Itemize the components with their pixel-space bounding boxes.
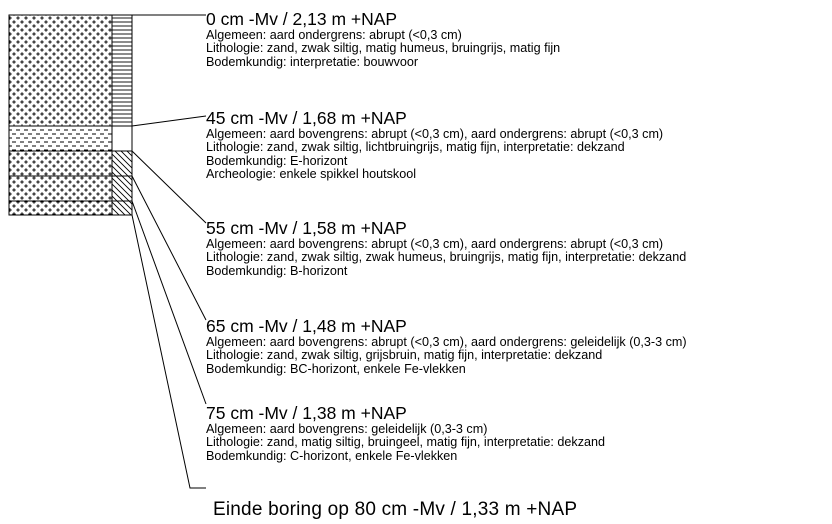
leader-line-5 <box>131 200 207 405</box>
description-line: Algemeen: aard bovengrens: abrupt (<0,3 … <box>206 127 664 141</box>
description-line: Algemeen: aard bovengrens: abrupt (<0,3 … <box>206 335 687 349</box>
description-line: Lithologie: zand, zwak siltig, lichtbrui… <box>206 140 625 155</box>
depth-label: 55 cm -Mv / 1,58 m +NAP <box>206 218 407 238</box>
leader-line-4 <box>131 175 207 321</box>
description-line: Lithologie: zand, zwak siltig, grijsbrui… <box>206 348 603 363</box>
horizon-5-fill <box>112 201 132 215</box>
description-line: Lithologie: zand, zwak siltig, zwak hume… <box>206 250 687 265</box>
description-line: Bodemkundig: E-horizont <box>206 153 348 168</box>
layer-2-fill <box>9 126 112 151</box>
horizon-column <box>111 14 133 216</box>
layer-1-fill <box>9 15 112 126</box>
depth-label: 45 cm -Mv / 1,68 m +NAP <box>206 108 407 128</box>
description-line: Algemeen: aard bovengrens: abrupt (<0,3 … <box>206 237 664 251</box>
layer-description-1: 0 cm -Mv / 2,13 m +NAP Algemeen: aard on… <box>206 9 832 69</box>
layer-description-5: 75 cm -Mv / 1,38 m +NAP Algemeen: aard b… <box>206 403 832 463</box>
leader-line-2 <box>131 115 207 127</box>
leader-line-3 <box>131 150 207 224</box>
horizon-4-fill <box>112 176 132 201</box>
description-line: Archeologie: enkele spikkel houtskool <box>206 167 417 182</box>
depth-label: 65 cm -Mv / 1,48 m +NAP <box>206 316 407 336</box>
description-line: Bodemkundig: C-horizont, enkele Fe-vlekk… <box>206 448 458 463</box>
layer-description-4: 65 cm -Mv / 1,48 m +NAP Algemeen: aard b… <box>206 316 832 376</box>
leader-lines <box>112 14 207 489</box>
horizon-3-fill <box>112 151 132 176</box>
depth-label: 0 cm -Mv / 2,13 m +NAP <box>206 9 398 29</box>
description-line: Bodemkundig: B-horizont <box>206 263 348 278</box>
description-line: Bodemkundig: BC-horizont, enkele Fe-vlek… <box>206 361 466 376</box>
leader-line-end <box>131 214 206 489</box>
description-line: Algemeen: aard bovengrens: geleidelijk (… <box>206 422 488 436</box>
horizon-2-fill <box>112 126 132 151</box>
end-of-boring-label: Einde boring op 80 cm -Mv / 1,33 m +NAP <box>213 499 578 520</box>
description-line: Lithologie: zand, zwak siltig, matig hum… <box>206 41 561 56</box>
description-line: Bodemkundig: interpretatie: bouwvoor <box>206 54 419 69</box>
layer-3-fill <box>9 151 112 176</box>
depth-label: 75 cm -Mv / 1,38 m +NAP <box>206 403 407 423</box>
description-line: Lithologie: zand, matig siltig, bruingee… <box>206 435 606 450</box>
layer-5-fill <box>9 201 112 215</box>
horizon-1-fill <box>112 15 132 126</box>
layer-4-fill <box>9 176 112 201</box>
layer-description-2: 45 cm -Mv / 1,68 m +NAP Algemeen: aard b… <box>206 108 832 182</box>
lithology-column <box>8 14 113 216</box>
description-line: Algemeen: aard ondergrens: abrupt (<0,3 … <box>206 28 462 42</box>
layer-description-3: 55 cm -Mv / 1,58 m +NAP Algemeen: aard b… <box>206 218 832 278</box>
